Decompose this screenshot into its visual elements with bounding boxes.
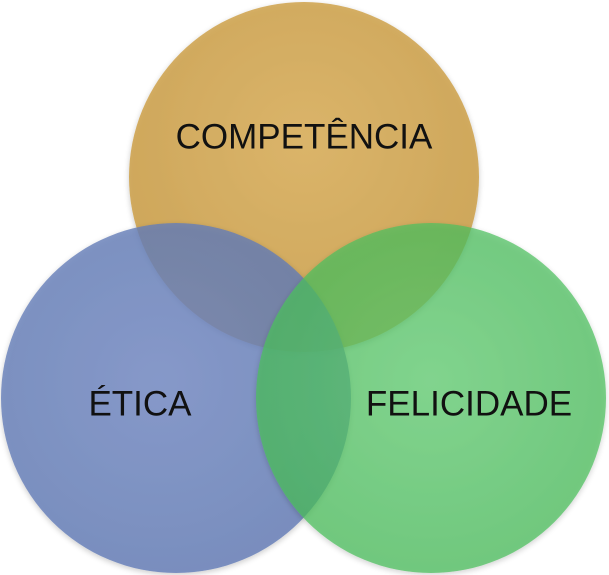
circle-etica [1, 223, 351, 573]
circle-felicidade [256, 223, 606, 573]
label-etica: ÉTICA [88, 384, 192, 423]
circle-etica-shape [1, 223, 351, 573]
label-competencia: COMPETÊNCIA [176, 117, 433, 156]
circle-felicidade-shape [256, 223, 606, 573]
label-felicidade: FELICIDADE [366, 384, 572, 423]
